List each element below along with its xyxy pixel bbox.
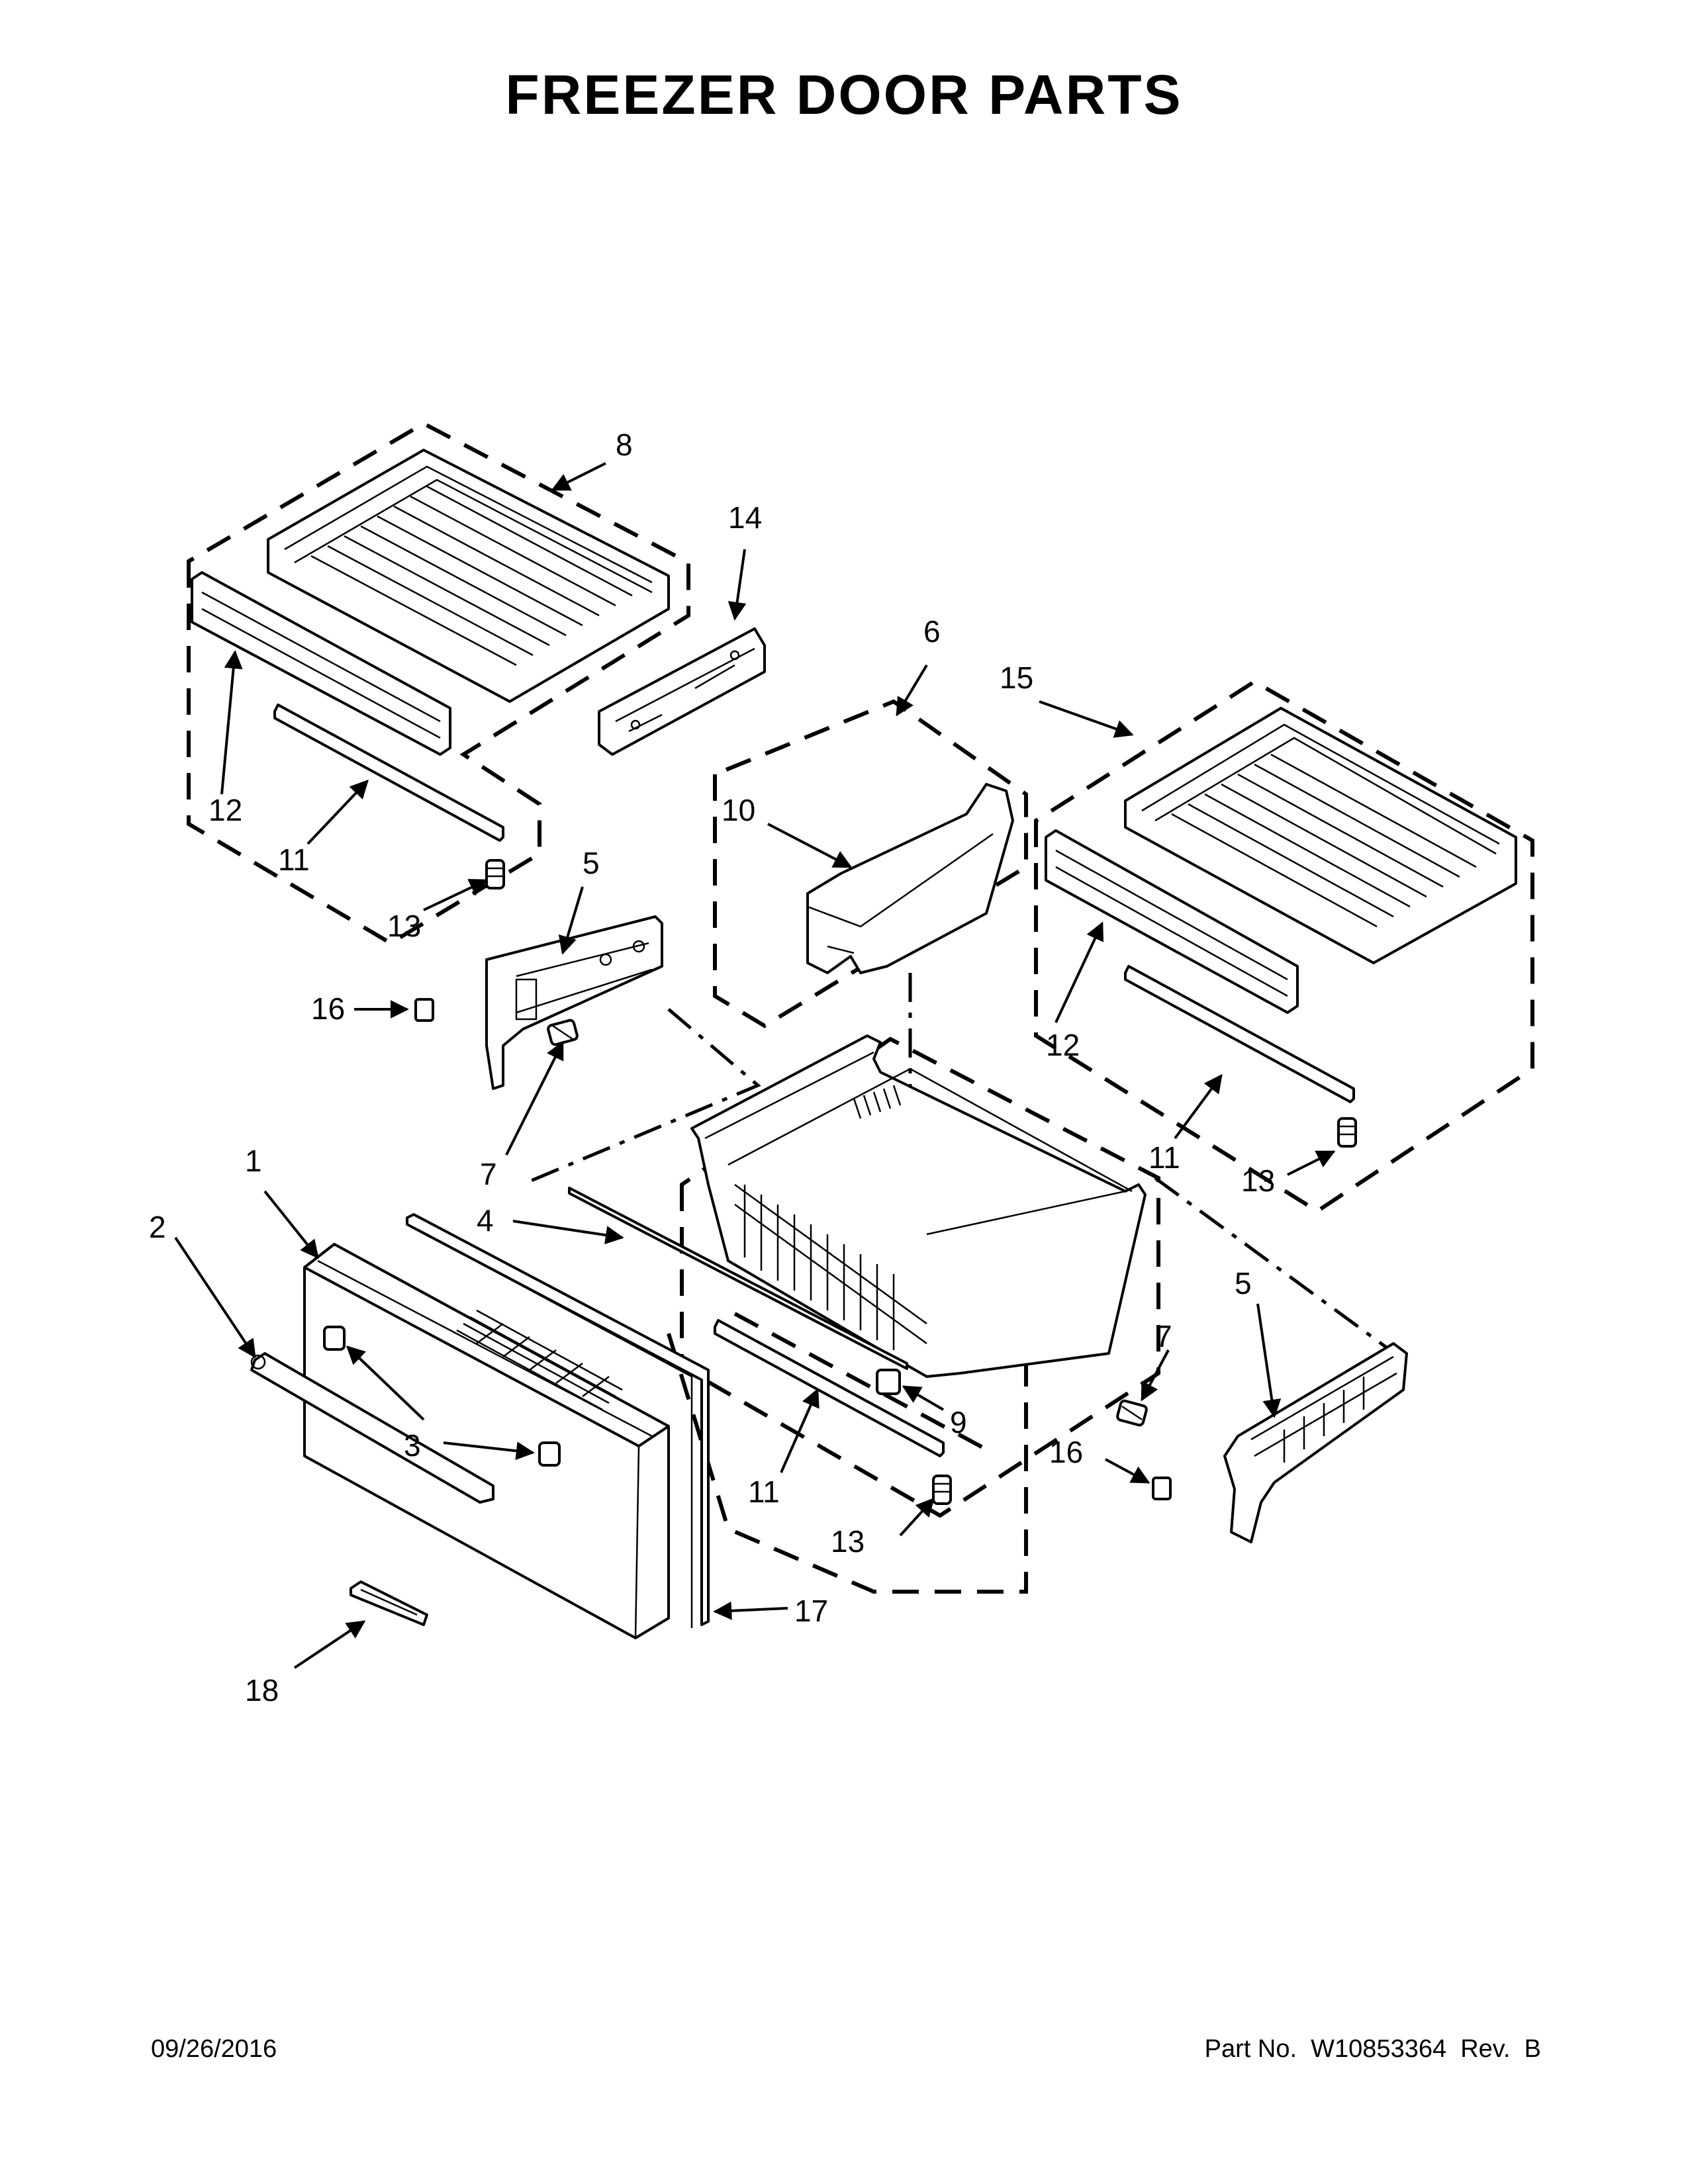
callout-numbers: 8 14 6 15 10 12 11 13 5 16 7 1 4 2 3 9 1… — [149, 428, 1275, 1707]
door-gasket-part-17 — [406, 1213, 710, 1628]
upper-basket-part-8 — [191, 449, 670, 756]
freezer-drawer-bin — [690, 1034, 1147, 1378]
footer-date: 09/26/2016 — [151, 2035, 277, 2063]
callout-12-right: 12 — [1046, 1028, 1080, 1062]
callout-8: 8 — [616, 428, 633, 462]
center-bin-group-outline — [713, 699, 1028, 1028]
callout-13-right: 13 — [1241, 1163, 1275, 1198]
callout-3: 3 — [404, 1428, 421, 1463]
leader-lines — [174, 462, 1336, 1669]
slide-rail-part-5-left — [485, 915, 663, 1090]
callout-1: 1 — [245, 1144, 262, 1178]
slide-rail-part-5-right — [1223, 1342, 1408, 1543]
screw-part-13-upper-left — [485, 859, 505, 889]
callout-13-upper-left: 13 — [387, 909, 421, 943]
callout-7-left: 7 — [480, 1157, 497, 1191]
callout-10: 10 — [722, 793, 755, 827]
upper-left-basket-group-outline — [187, 421, 690, 946]
right-basket-group-outline — [1034, 679, 1534, 1214]
screw-part-13-right — [1337, 1117, 1357, 1148]
rod-part-11-lower — [714, 1319, 945, 1457]
freezer-door-part-1 — [303, 1243, 670, 1639]
callout-11-upper-left: 11 — [278, 842, 310, 877]
callout-16-left: 16 — [311, 991, 345, 1026]
callout-9: 9 — [950, 1405, 967, 1439]
callout-6: 6 — [923, 614, 941, 649]
callout-16-right: 16 — [1049, 1435, 1083, 1469]
callout-2: 2 — [149, 1210, 166, 1244]
callout-13-lower: 13 — [831, 1524, 865, 1559]
ice-bin-part-10 — [806, 783, 1014, 974]
callout-11-right: 11 — [1149, 1140, 1180, 1175]
basket-bracket-part-14 — [598, 627, 766, 756]
rod-part-11-right — [1124, 965, 1355, 1103]
door-handle-part-2 — [250, 1352, 494, 1504]
callout-15: 15 — [1000, 660, 1033, 695]
clip-part-16-right — [1152, 1477, 1172, 1500]
logo-badge-part-18 — [350, 1580, 428, 1626]
callout-5-right: 5 — [1235, 1266, 1252, 1300]
callout-11-lower: 11 — [748, 1475, 780, 1509]
callout-5-left: 5 — [583, 846, 600, 880]
handle-screw-part-3-lower — [538, 1441, 561, 1467]
bottom-rail-group-outline — [667, 1312, 1028, 1594]
right-basket-part-15 — [1045, 707, 1517, 1014]
callout-18: 18 — [245, 1673, 279, 1707]
callout-14: 14 — [728, 500, 762, 535]
screw-part-7-left — [547, 1019, 579, 1046]
rod-part-11-upper-left — [273, 704, 504, 842]
clip-part-16-left — [414, 998, 434, 1022]
callout-17: 17 — [794, 1594, 828, 1628]
page-title: FREEZER DOOR PARTS — [505, 64, 1183, 126]
callout-12-left: 12 — [209, 793, 242, 827]
callout-7-right: 7 — [1155, 1319, 1172, 1353]
handle-screw-part-3-upper — [323, 1326, 346, 1351]
screw-part-13-lower — [932, 1475, 952, 1505]
footer-part-number: Part No. W10853364 Rev. B — [1204, 2035, 1541, 2063]
callout-4: 4 — [477, 1203, 494, 1238]
bumper-part-9 — [876, 1369, 901, 1395]
rod-part-4 — [568, 1187, 908, 1370]
screw-part-7-right — [1116, 1399, 1148, 1427]
